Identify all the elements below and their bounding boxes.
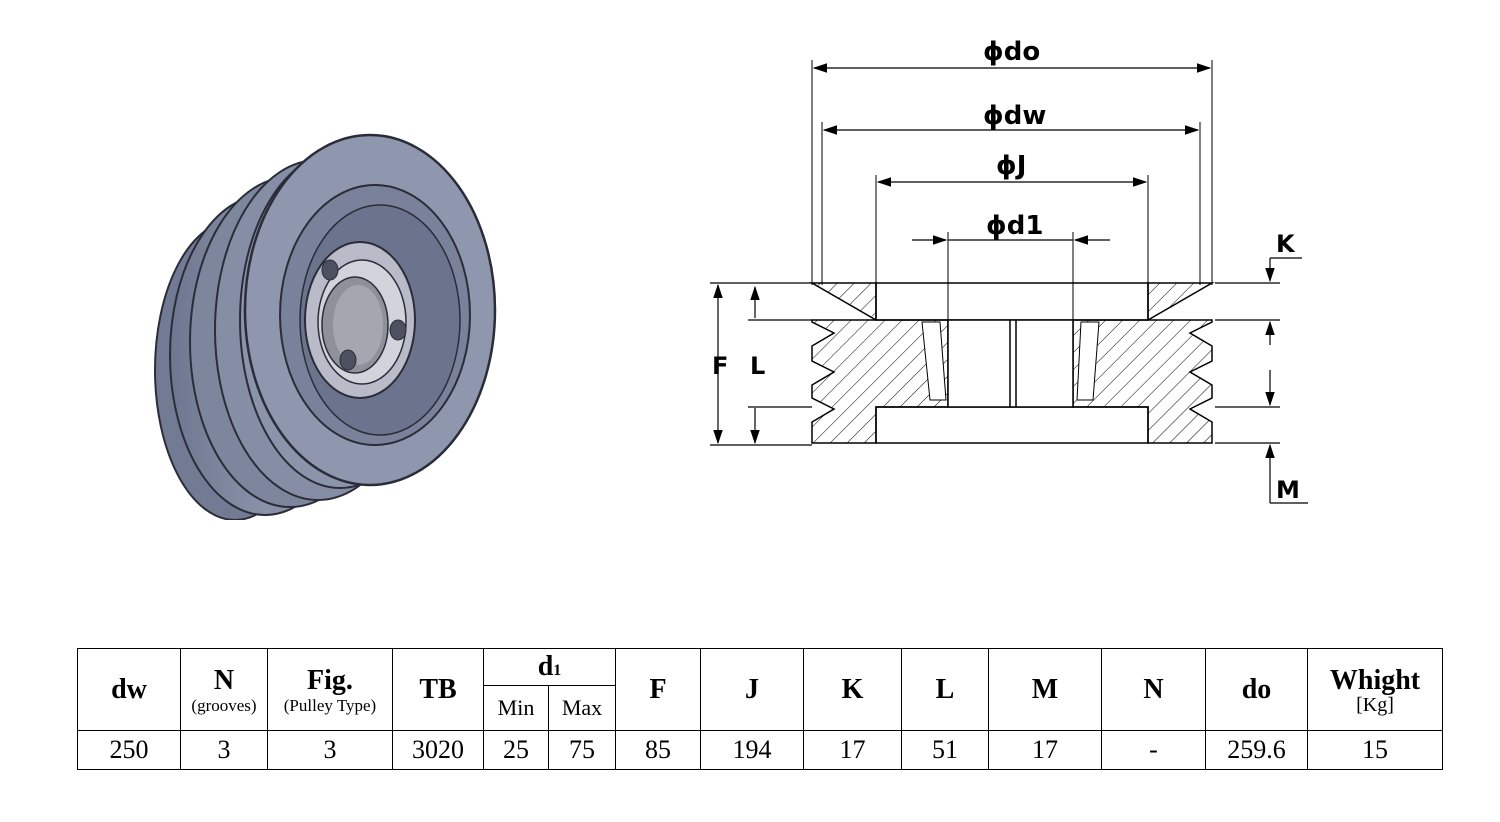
label-K: K xyxy=(1276,230,1296,258)
header-F: F xyxy=(615,648,701,731)
pulley-section-drawing: ϕdo ϕdw ϕJ ϕd1 K F L M xyxy=(710,37,1308,504)
cell-M: 17 xyxy=(988,730,1102,770)
cell-K: 17 xyxy=(803,730,902,770)
header-max: Max xyxy=(548,685,616,731)
header-weight: Whight[Kg] xyxy=(1307,648,1443,731)
header-row: dw N(grooves) Fig.(Pulley Type) TB d1 F … xyxy=(77,648,1443,731)
header-N2: N xyxy=(1101,648,1206,731)
header-dw: dw xyxy=(77,648,181,731)
svg-text:ϕdo: ϕdo xyxy=(983,37,1040,67)
dimension-labels: ϕdo ϕdw ϕJ ϕd1 K F L M xyxy=(712,37,1300,504)
cell-tb: 3020 xyxy=(392,730,484,770)
extension-lines xyxy=(811,60,1213,320)
cell-min: 25 xyxy=(483,730,549,770)
cell-F: 85 xyxy=(615,730,701,770)
cell-J: 194 xyxy=(700,730,804,770)
svg-text:ϕdw: ϕdw xyxy=(983,101,1046,131)
diameter-symbol: ϕ xyxy=(983,37,1004,67)
header-M: M xyxy=(988,648,1102,731)
cell-weight: 15 xyxy=(1307,730,1443,770)
svg-text:ϕJ: ϕJ xyxy=(996,151,1026,181)
header-N: N(grooves) xyxy=(180,648,268,731)
subheader-row: Min Max xyxy=(78,685,1443,731)
dimension-lines xyxy=(710,63,1308,504)
cell-L: 51 xyxy=(901,730,989,770)
header-J: J xyxy=(700,648,804,731)
label-L: L xyxy=(750,352,765,380)
header-fig: Fig.(Pulley Type) xyxy=(267,648,393,731)
cell-dw: 250 xyxy=(77,730,181,770)
pulley-body xyxy=(154,133,497,520)
label-d1: d1 xyxy=(1007,211,1044,241)
header-do: do xyxy=(1205,648,1308,731)
header-K: K xyxy=(803,648,902,731)
cell-do: 259.6 xyxy=(1205,730,1308,770)
label-J: J xyxy=(1015,151,1027,181)
section-body xyxy=(809,282,1215,444)
header-min: Min xyxy=(483,685,549,731)
label-M: M xyxy=(1276,476,1300,504)
spec-table: dw N(grooves) Fig.(Pulley Type) TB d1 F … xyxy=(77,648,1443,770)
header-d1: d1 xyxy=(483,648,616,686)
pulley-3d-illustration xyxy=(154,133,497,520)
table-row: 250 3 3 3020 25 75 85 194 17 51 17 - 259… xyxy=(77,730,1443,770)
header-L: L xyxy=(901,648,989,731)
label-F: F xyxy=(712,352,728,380)
cell-N2: - xyxy=(1101,730,1206,770)
cell-max: 75 xyxy=(548,730,616,770)
label-do: do xyxy=(1004,37,1040,67)
label-dw: dw xyxy=(1004,101,1047,131)
header-tb: TB xyxy=(392,648,484,731)
cell-fig: 3 xyxy=(267,730,393,770)
cell-N: 3 xyxy=(180,730,268,770)
svg-text:ϕd1: ϕd1 xyxy=(986,211,1043,241)
